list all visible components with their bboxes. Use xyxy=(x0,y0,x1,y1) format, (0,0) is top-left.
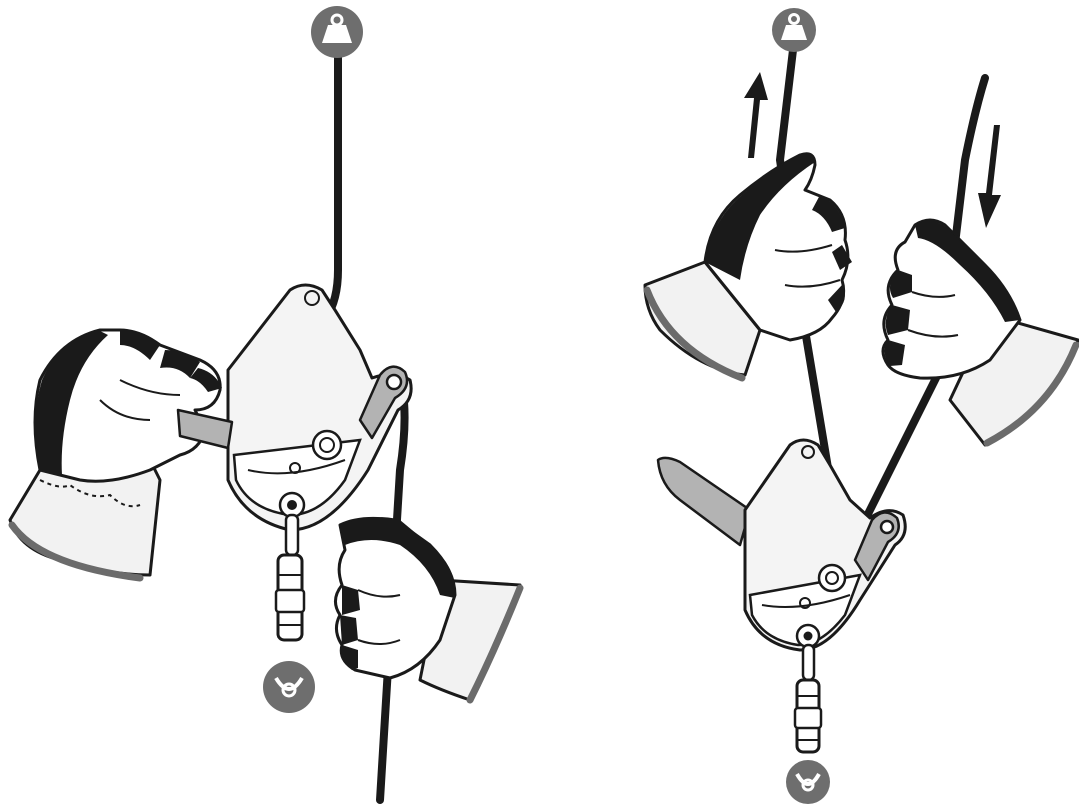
left-rope-upper xyxy=(322,51,342,322)
left-panel-left-hand xyxy=(8,328,234,582)
arrow-up-icon xyxy=(744,72,768,158)
left-panel-right-hand xyxy=(334,516,524,704)
left-panel xyxy=(8,6,524,804)
left-anchor-ring-icon xyxy=(263,661,315,713)
right-handle-lever xyxy=(656,456,752,547)
right-anchor-weight-icon xyxy=(772,8,816,52)
left-descender-device xyxy=(226,283,413,532)
arrow-down-icon xyxy=(978,125,1001,228)
left-anchor-weight-icon xyxy=(311,6,363,58)
right-panel xyxy=(643,8,1079,804)
right-rope-down xyxy=(856,74,989,534)
right-descender-device xyxy=(743,438,907,652)
right-anchor-ring-icon xyxy=(786,760,830,804)
right-panel-left-hand xyxy=(643,152,852,382)
right-carabiner xyxy=(793,643,823,754)
right-panel-right-hand xyxy=(881,218,1079,447)
left-carabiner xyxy=(274,513,306,642)
